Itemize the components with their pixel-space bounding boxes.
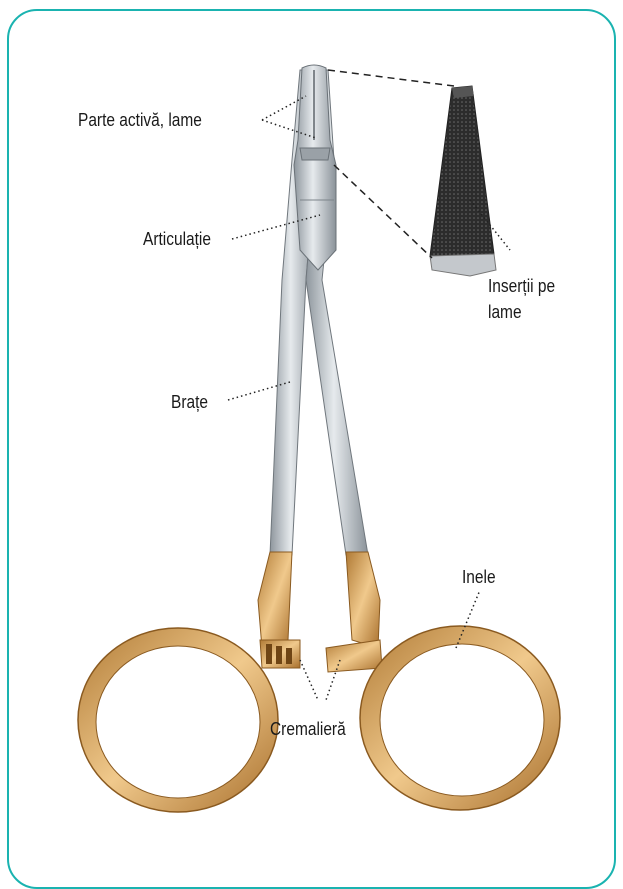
- label-arms: Brațe: [171, 389, 208, 415]
- label-active-part: Parte activă, lame: [78, 107, 202, 133]
- right-handle-ring: [326, 552, 560, 810]
- label-rings: Inele: [462, 564, 496, 590]
- label-joint: Articulație: [143, 226, 211, 252]
- label-blade-inserts: Inserții pe lame: [488, 273, 583, 325]
- label-ratchet: Cremalieră: [270, 716, 346, 742]
- left-handle-ring: [78, 552, 300, 812]
- blade-insert-detail-icon: [430, 86, 496, 276]
